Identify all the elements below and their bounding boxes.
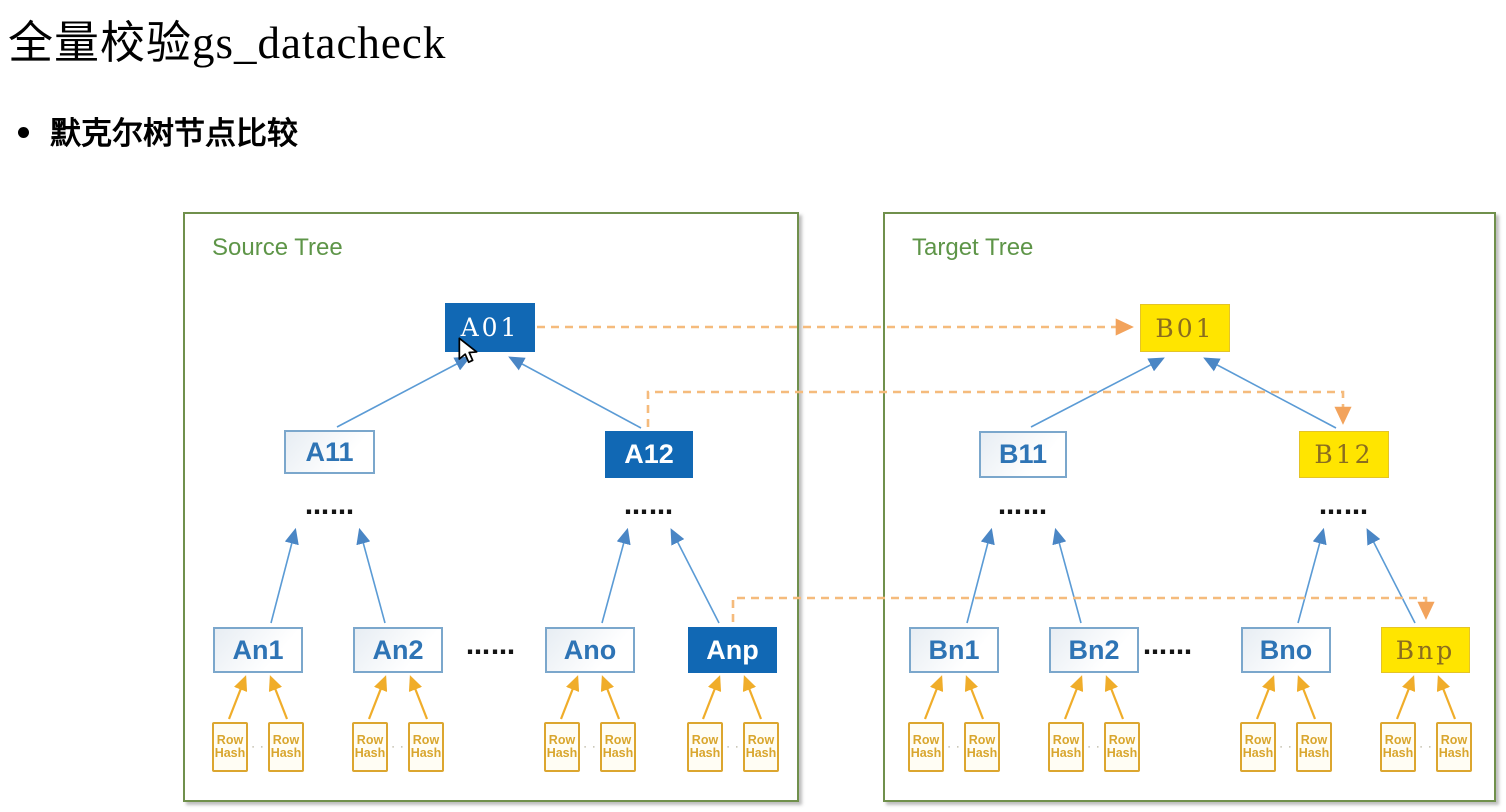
row-hash-line1: Row (604, 733, 632, 747)
row-hash-line1: Row (1108, 733, 1136, 747)
node-an1: An1 (213, 627, 303, 673)
row-hash-line1: Row (1052, 733, 1080, 747)
row-hash-line2: Hash (1298, 746, 1330, 760)
node-a11: A11 (284, 430, 375, 474)
row-hash-line2: Hash (966, 746, 998, 760)
source-tree-panel: Source Tree (183, 212, 799, 802)
row-hash-line2: Hash (1438, 746, 1470, 760)
node-a12: A12 (605, 431, 693, 478)
source-tree-label: Source Tree (212, 234, 343, 261)
page-title: 全量校验gs_datacheck (8, 18, 447, 68)
ellipsis-under-b12: …… (1319, 492, 1369, 520)
row-hash-line1: Row (968, 733, 996, 747)
row-hash-line1: Row (691, 733, 719, 747)
node-b12: B12 (1299, 431, 1389, 478)
node-an2: An2 (353, 627, 443, 673)
row-hash-line2: Hash (1106, 746, 1138, 760)
node-bnp: Bnp (1381, 627, 1470, 673)
row-hash-line1: Row (216, 733, 244, 747)
ellipsis-target-leafrow: …… (1143, 632, 1193, 660)
leaf-ellipsis: · · (1279, 741, 1293, 753)
ellipsis-under-b11: …… (998, 492, 1048, 520)
target-tree-label: Target Tree (912, 234, 1034, 261)
row-hash-line1: Row (548, 733, 576, 747)
row-hash-line1: Row (1384, 733, 1412, 747)
row-hash-line2: Hash (546, 746, 578, 760)
node-b01: B01 (1140, 304, 1230, 352)
row-hash-line1: Row (356, 733, 384, 747)
row-hash-line2: Hash (270, 746, 302, 760)
leaf-ellipsis: · · (583, 741, 597, 753)
leaf-ellipsis: · · (391, 741, 405, 753)
node-bn1: Bn1 (909, 627, 999, 673)
row-hash-line1: Row (412, 733, 440, 747)
row-hash-line2: Hash (1382, 746, 1414, 760)
ellipsis-under-a11: …… (305, 492, 355, 520)
node-ano: Ano (545, 627, 635, 673)
row-hash-line2: Hash (689, 746, 721, 760)
bullet-text: 默克尔树节点比较 (50, 116, 298, 151)
row-hash-line2: Hash (214, 746, 246, 760)
leaf-ellipsis: · · (1419, 741, 1433, 753)
node-bno: Bno (1241, 627, 1331, 673)
row-hash-line1: Row (1244, 733, 1272, 747)
row-hash-line2: Hash (602, 746, 634, 760)
node-bn2: Bn2 (1049, 627, 1139, 673)
row-hash-line2: Hash (354, 746, 386, 760)
row-hash-line2: Hash (1050, 746, 1082, 760)
node-b11: B11 (979, 431, 1067, 478)
target-tree-panel: Target Tree (883, 212, 1496, 802)
leaf-ellipsis: · · (947, 741, 961, 753)
leaf-ellipsis: · · (726, 741, 740, 753)
row-hash-line2: Hash (745, 746, 777, 760)
bullet-marker (18, 127, 29, 138)
row-hash-line1: Row (1300, 733, 1328, 747)
row-hash-line1: Row (747, 733, 775, 747)
mouse-cursor-icon (458, 337, 478, 364)
leaf-ellipsis: · · (251, 741, 265, 753)
ellipsis-under-a12: …… (624, 492, 674, 520)
row-hash-line2: Hash (910, 746, 942, 760)
ellipsis-source-leafrow: …… (466, 632, 516, 660)
leaf-ellipsis: · · (1087, 741, 1101, 753)
bullet-item: 默克尔树节点比较 (18, 108, 298, 153)
row-hash-line1: Row (912, 733, 940, 747)
row-hash-line2: Hash (1242, 746, 1274, 760)
row-hash-line1: Row (1440, 733, 1468, 747)
row-hash-line2: Hash (410, 746, 442, 760)
row-hash-line1: Row (272, 733, 300, 747)
node-anp: Anp (688, 627, 777, 673)
